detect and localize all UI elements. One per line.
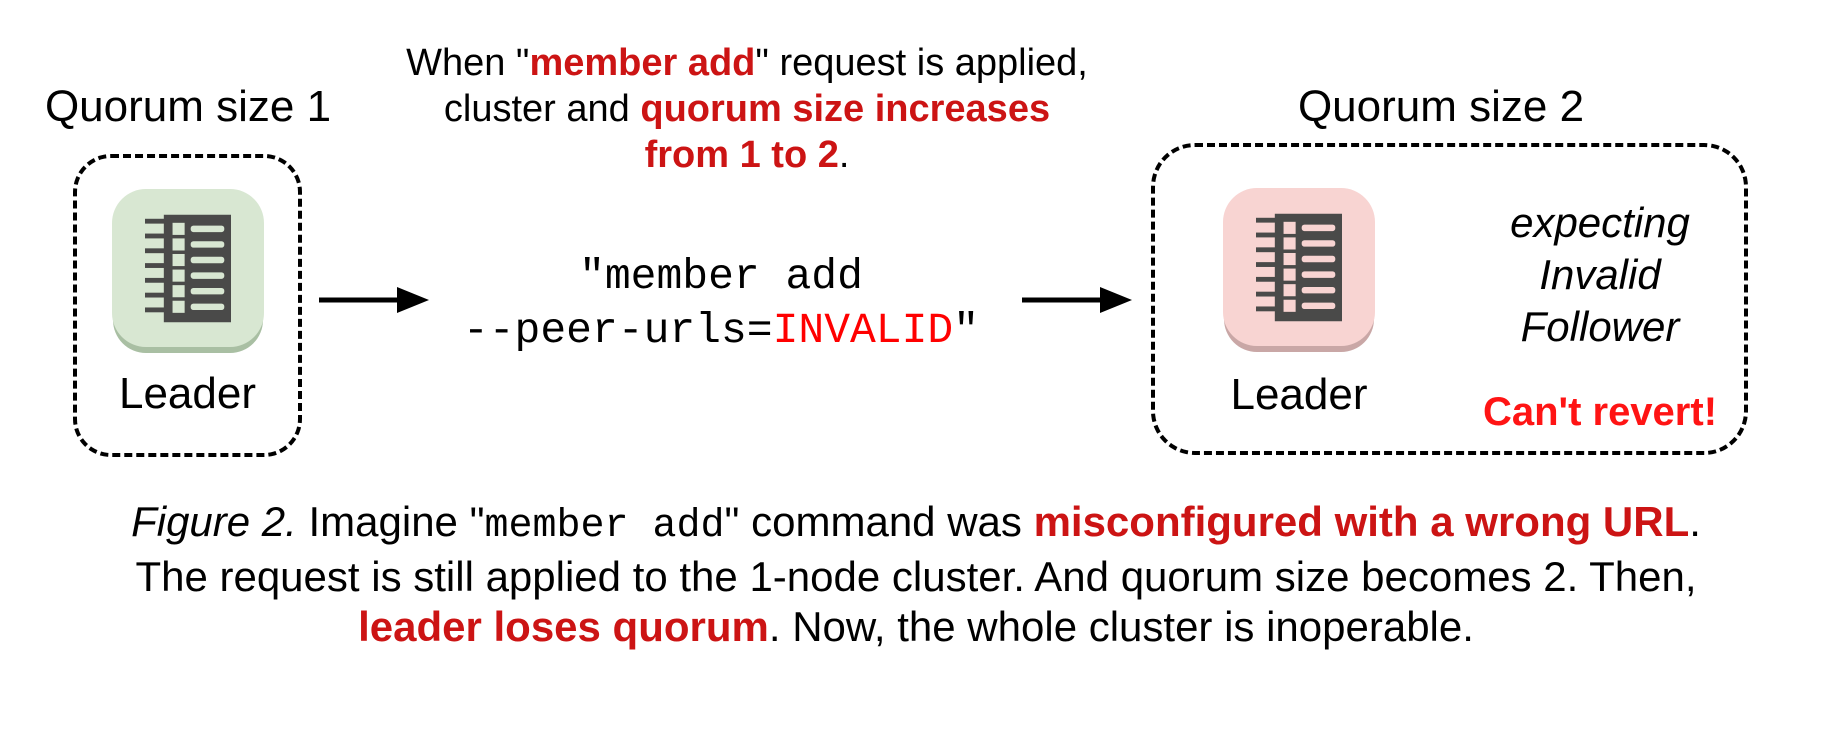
expect-line-2: Invalid: [1539, 251, 1661, 298]
cant-revert-warning: Can't revert!: [1482, 390, 1718, 434]
expect-line-1: expecting: [1510, 199, 1690, 246]
arrow-right-icon: [319, 287, 429, 313]
command-line-2: --peer-urls=INVALID": [462, 306, 980, 355]
expecting-invalid-follower-note: expecting Invalid Follower: [1455, 197, 1745, 353]
server-icon: [1223, 188, 1375, 346]
figure-caption: Figure 2. Imagine "member add" command w…: [0, 497, 1832, 652]
caption-line-3: leader loses quorum. Now, the whole clus…: [358, 603, 1474, 650]
cluster-2-box: Leader expecting Invalid Follower Can't …: [1151, 143, 1748, 455]
caption-line-2: The request is still applied to the 1-no…: [135, 553, 1697, 600]
figure-label: Figure 2.: [131, 498, 297, 545]
quorum-size-2-heading: Quorum size 2: [1297, 82, 1585, 131]
note-line-3: from 1 to 2.: [644, 134, 850, 176]
expect-line-3: Follower: [1520, 303, 1680, 350]
note-line-1: When "member add" request is applied,: [406, 42, 1088, 84]
server-icon: [111, 189, 264, 347]
caption-line-1: Figure 2. Imagine "member add" command w…: [131, 498, 1701, 549]
leader-label: Leader: [118, 369, 256, 418]
note-line-2: cluster and quorum size increases: [443, 88, 1051, 130]
leader-node: Leader: [1219, 188, 1379, 418]
quorum-size-1-heading: Quorum size 1: [44, 82, 332, 131]
arrow-right-icon: [1022, 287, 1132, 313]
cluster-1-box: Leader: [73, 154, 302, 457]
leader-label: Leader: [1230, 370, 1368, 419]
member-add-command: "member add --peer-urls=INVALID": [421, 250, 1021, 358]
command-line-1: "member add: [579, 252, 863, 301]
member-add-note: When "member add" request is applied, cl…: [395, 40, 1099, 178]
